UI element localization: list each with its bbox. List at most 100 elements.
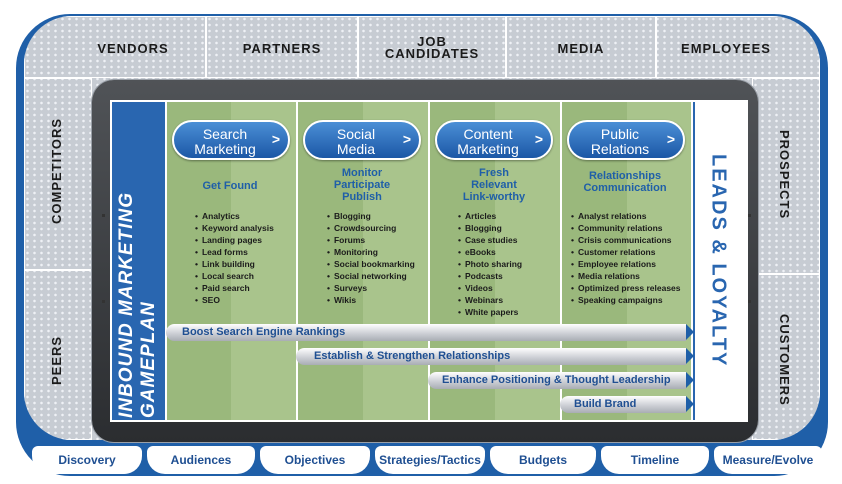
tactics-list-social: Blogging Crowdsourcing Forums Monitoring… (327, 210, 415, 306)
list-item: Speaking campaigns (571, 294, 681, 306)
stakeholder-customers: CUSTOMERS (777, 314, 792, 406)
stakeholder-employees: EMPLOYEES (681, 41, 771, 56)
channel-tagline: Monitor Participate Publish (333, 167, 391, 203)
gameplan-endzone (112, 102, 165, 420)
goal-arrow-search-rankings: Boost Search Engine Rankings (166, 324, 686, 341)
list-item: Articles (458, 210, 522, 222)
list-item: Crowdsourcing (327, 222, 415, 234)
arrow-right-icon (686, 324, 694, 340)
list-item: Social bookmarking (327, 258, 415, 270)
stadium-section (206, 16, 358, 78)
yard-line (691, 102, 693, 420)
stadium-section (24, 78, 92, 270)
list-item: Blogging (458, 222, 522, 234)
goal-label: Build Brand (574, 398, 637, 410)
list-item: SEO (195, 294, 274, 306)
list-item: Paid search (195, 282, 274, 294)
arrow-right-icon (686, 396, 694, 412)
tick-mark (102, 214, 105, 217)
list-item: Optimized press releases (571, 282, 681, 294)
goal-label: Enhance Positioning & Thought Leadership (442, 374, 671, 386)
goal-label: Boost Search Engine Rankings (182, 326, 346, 338)
list-item: Media relations (571, 270, 681, 282)
stakeholder-partners: PARTNERS (242, 41, 322, 56)
stadium-section (656, 16, 820, 78)
stakeholder-competitors: COMPETITORS (49, 117, 64, 225)
arrow-right-icon (686, 372, 694, 388)
list-item: Analytics (195, 210, 274, 222)
tab-objectives[interactable]: Objectives (260, 446, 370, 474)
gameplan-title: INBOUND MARKETING GAMEPLAN (116, 192, 159, 418)
yard-line (296, 102, 298, 420)
chevron-right-icon: > (666, 131, 675, 147)
goal-arrow-build-brand: Build Brand (560, 396, 686, 413)
list-item: Photo sharing (458, 258, 522, 270)
tab-measure-evolve[interactable]: Measure/Evolve (714, 446, 822, 474)
yard-line (428, 102, 430, 420)
chevron-right-icon: > (271, 131, 280, 147)
list-item: Monitoring (327, 246, 415, 258)
channel-label: Social Media (336, 126, 376, 157)
list-item: Landing pages (195, 234, 274, 246)
list-item: Customer relations (571, 246, 681, 258)
chevron-right-icon: > (402, 131, 411, 147)
chevron-right-icon: > (534, 131, 543, 147)
stakeholder-job-candidates: JOB CANDIDATES (384, 34, 480, 61)
list-item: eBooks (458, 246, 522, 258)
arrow-right-icon (686, 348, 694, 364)
stakeholder-prospects: PROSPECTS (777, 130, 792, 220)
list-item: Social networking (327, 270, 415, 282)
list-item: Wikis (327, 294, 415, 306)
tactics-list-search: Analytics Keyword analysis Landing pages… (195, 210, 274, 306)
tactics-list-pr: Analyst relations Community relations Cr… (571, 210, 681, 306)
channel-tagline: Fresh Relevant Link-worthy (462, 167, 526, 203)
tactics-list-content: Articles Blogging Case studies eBooks Ph… (458, 210, 522, 318)
stakeholder-peers: PEERS (49, 335, 64, 385)
leads-endzone (693, 102, 741, 420)
tick-mark (748, 300, 751, 303)
tab-timeline[interactable]: Timeline (601, 446, 709, 474)
tick-mark (748, 214, 751, 217)
goal-arrow-relationships: Establish & Strengthen Relationships (296, 348, 686, 365)
tab-discovery[interactable]: Discovery (32, 446, 142, 474)
yard-line (165, 102, 167, 420)
list-item: Employee relations (571, 258, 681, 270)
list-item: Webinars (458, 294, 522, 306)
channel-tagline: Get Found (202, 180, 258, 192)
stadium-section (358, 16, 506, 78)
channel-label: Search Marketing (194, 126, 256, 157)
list-item: White papers (458, 306, 522, 318)
list-item: Case studies (458, 234, 522, 246)
tab-strategies-tactics[interactable]: Strategies/Tactics (375, 446, 485, 474)
tab-budgets[interactable]: Budgets (490, 446, 596, 474)
stadium-section (24, 16, 206, 78)
list-item: Podcasts (458, 270, 522, 282)
stadium-section (506, 16, 656, 78)
list-item: Link building (195, 258, 274, 270)
list-item: Videos (458, 282, 522, 294)
stadium-section (24, 270, 92, 440)
list-item: Analyst relations (571, 210, 681, 222)
tick-mark (102, 300, 105, 303)
social-media-button[interactable]: Social Media > (303, 120, 421, 160)
list-item: Community relations (571, 222, 681, 234)
leads-loyalty-title: LEADS & LOYALTY (707, 154, 730, 368)
content-marketing-button[interactable]: Content Marketing > (435, 120, 553, 160)
list-item: Local search (195, 270, 274, 282)
channel-tagline: Relationships Communication (583, 170, 667, 194)
search-marketing-button[interactable]: Search Marketing > (172, 120, 290, 160)
list-item: Forums (327, 234, 415, 246)
stakeholder-media: MEDIA (557, 41, 605, 56)
goal-arrow-thought-leadership: Enhance Positioning & Thought Leadership (428, 372, 686, 389)
channel-label: Public Relations (590, 126, 650, 157)
stakeholder-vendors: VENDORS (97, 41, 169, 56)
list-item: Blogging (327, 210, 415, 222)
channel-label: Content Marketing (457, 126, 519, 157)
public-relations-button[interactable]: Public Relations > (567, 120, 685, 160)
goal-label: Establish & Strengthen Relationships (314, 350, 511, 362)
list-item: Lead forms (195, 246, 274, 258)
tab-audiences[interactable]: Audiences (147, 446, 255, 474)
list-item: Surveys (327, 282, 415, 294)
list-item: Crisis communications (571, 234, 681, 246)
